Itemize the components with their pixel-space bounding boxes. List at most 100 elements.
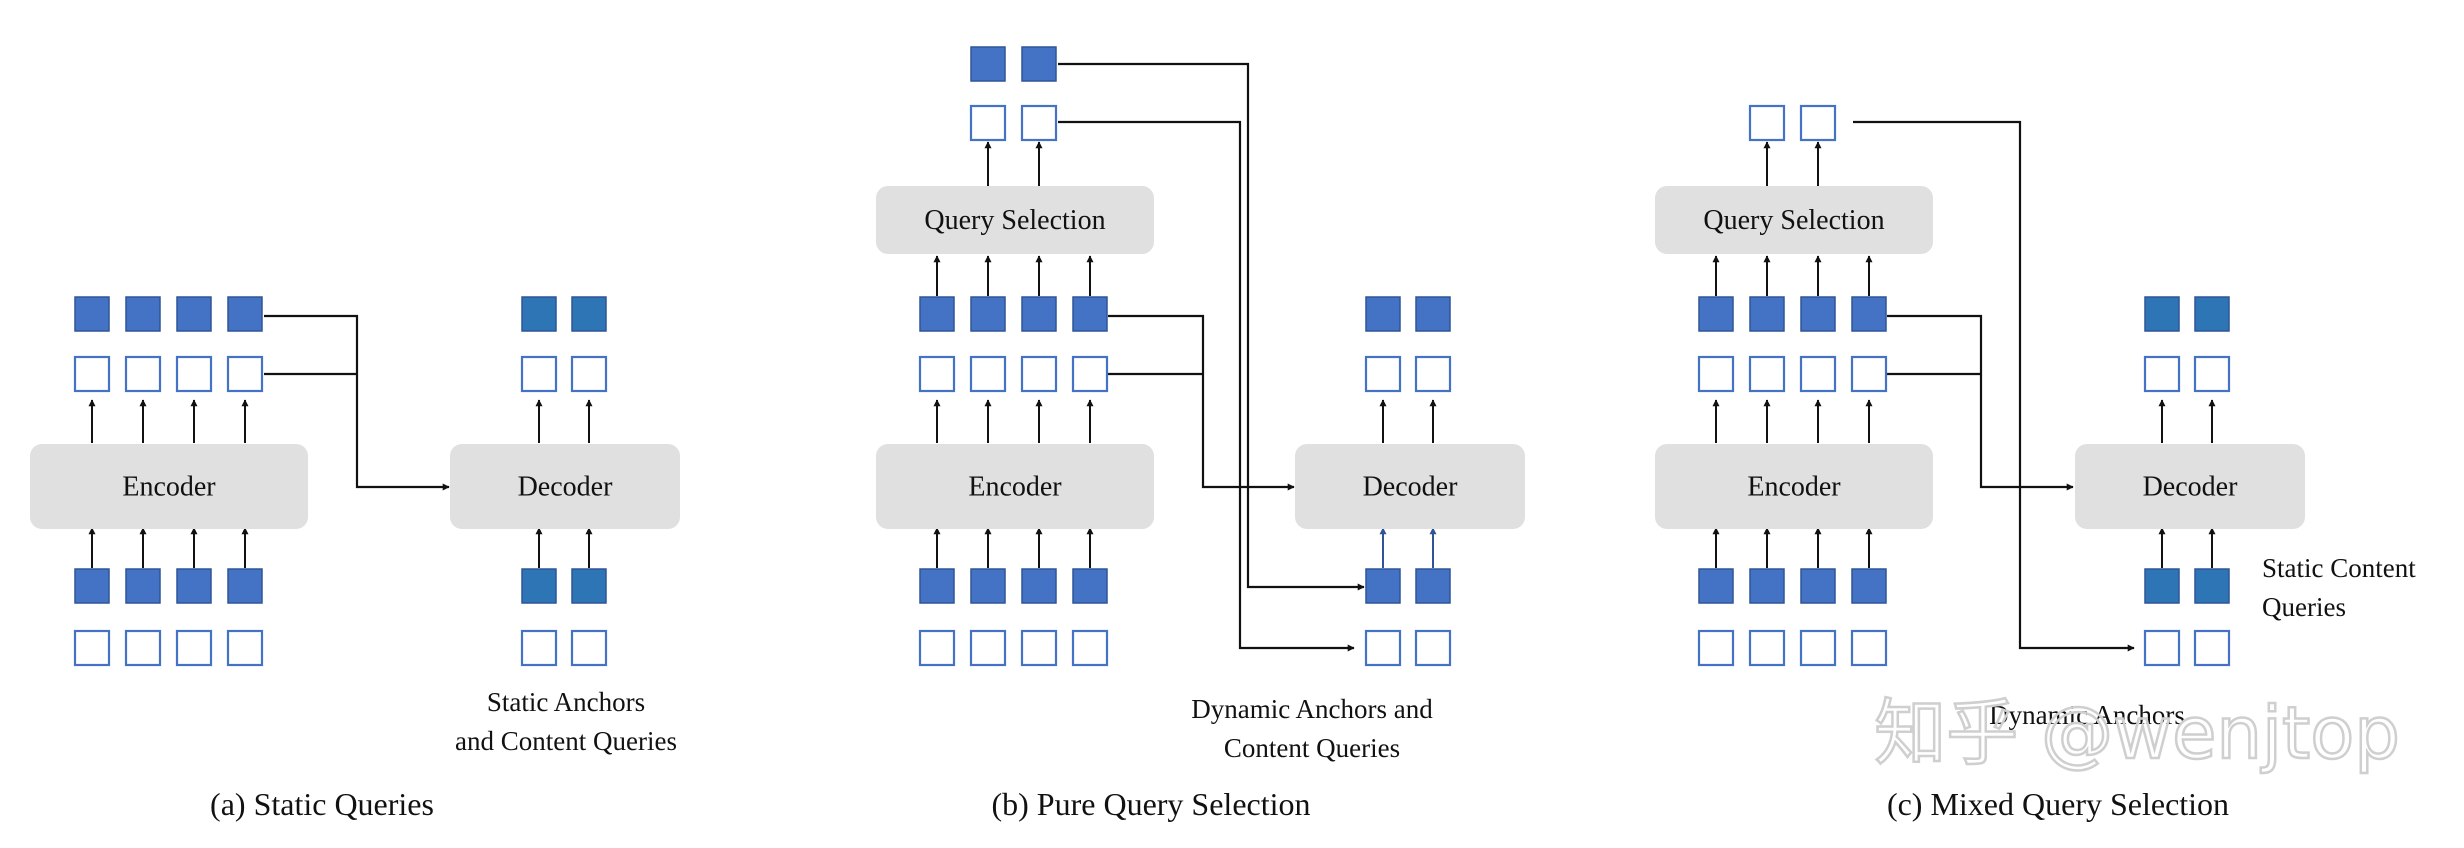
b-encoder-output-filled-1 [919,296,955,332]
c-encoder-output-outline-4 [1850,355,1888,393]
b-encoder-output-filled-4 [1072,296,1108,332]
a-encoder-input-filled-1 [74,568,110,604]
b-encoder-output-outline-4 [1071,355,1109,393]
b-dynamic-content-query-2 [1415,568,1451,604]
b-encoder-input-filled-1 [919,568,955,604]
a-encoder-block [30,444,308,529]
c-selected-anchor-outline-2 [1799,104,1837,142]
a-encoder-output-outline-3 [175,355,213,393]
b-dynamic-anchor-2 [1414,629,1452,667]
c-static-content-query-2 [2194,568,2230,604]
c-caption: (c) Mixed Query Selection [1887,786,2229,822]
c-encoder-input-outline-1 [1697,629,1735,667]
b-decoder-output-outline-2 [1414,355,1452,393]
c-decoder-block-label: Decoder [2143,472,2239,503]
c-encoder-output-outline-3 [1799,355,1837,393]
a-encoder-input-filled-4 [227,568,263,604]
c-encoder-block-label: Encoder [1747,472,1841,503]
c-decoder-output-filled-2 [2194,296,2230,332]
c-side-note-line-2: Queries [2262,592,2346,622]
b-decoder-block [1295,444,1525,529]
b-encoder-output-outline-2 [969,355,1007,393]
b-decoder-output-outline-1 [1364,355,1402,393]
c-decoder-output-filled-1 [2144,296,2180,332]
c-selected-anchor-outline-1 [1748,104,1786,142]
a-caption: (a) Static Queries [210,786,434,822]
b-encoder-input-outline-3 [1020,629,1058,667]
b-encoder-input-filled-2 [970,568,1006,604]
a-static-anchor-filled-1 [521,568,557,604]
a-static-anchor-outline-1 [520,629,558,667]
a-encoder-input-outline-2 [124,629,162,667]
c-encoder-output-filled-4 [1851,296,1887,332]
b-selected-query-filled-1 [970,46,1006,82]
b-encoder-block-label: Encoder [968,472,1062,503]
b-query-selection-block-label: Query Selection [924,205,1105,236]
a-decoder-output-outline-1 [520,355,558,393]
b-encoder-output-outline-1 [918,355,956,393]
c-encoder-output-outline-1 [1697,355,1735,393]
diagram-nodes [30,46,2305,667]
b-encoder-block [876,444,1154,529]
b-encoder-input-outline-1 [918,629,956,667]
a-note-line-1: Static Anchors [487,687,645,717]
c-encoder-output-filled-3 [1800,296,1836,332]
a-encoder-output-outline-1 [73,355,111,393]
c-dynamic-anchor-1 [2143,629,2181,667]
b-note-line-1: Dynamic Anchors and [1191,694,1433,724]
a-encoder-input-outline-4 [226,629,264,667]
b-encoder-input-outline-2 [969,629,1007,667]
b-dynamic-anchor-1 [1364,629,1402,667]
b-encoder-output-outline-3 [1020,355,1058,393]
c-encoder-input-filled-4 [1851,568,1887,604]
b-selected-query-filled-2 [1021,46,1057,82]
c-decoder-output-outline-2 [2193,355,2231,393]
b-dynamic-content-query-1 [1365,568,1401,604]
c-encoder-input-outline-4 [1850,629,1888,667]
c-encoder-to-decoder-line [1887,314,2074,491]
a-encoder-output-filled-3 [176,296,212,332]
c-encoder-block [1655,444,1933,529]
a-encoder-output-filled-2 [125,296,161,332]
c-query-selection-block-label: Query Selection [1703,205,1884,236]
a-encoder-output-outline-4 [226,355,264,393]
c-encoder-output-outline-2 [1748,355,1786,393]
a-decoder-output-outline-2 [570,355,608,393]
c-static-content-query-1 [2144,568,2180,604]
c-note-line-1: Dynamic Anchors [1989,700,2185,730]
c-encoder-input-filled-2 [1749,568,1785,604]
b-query-selection-block [876,186,1154,254]
a-static-anchor-outline-2 [570,629,608,667]
a-decoder-output-filled-1 [521,296,557,332]
a-encoder-input-filled-3 [176,568,212,604]
b-selected-query-outline-1 [969,104,1007,142]
a-decoder-output-filled-2 [571,296,607,332]
b-decoder-output-filled-1 [1365,296,1401,332]
b-encoder-input-filled-3 [1021,568,1057,604]
c-encoder-input-filled-3 [1800,568,1836,604]
a-encoder-output-filled-4 [227,296,263,332]
a-encoder-block-label: Encoder [122,472,216,503]
c-encoder-input-outline-2 [1748,629,1786,667]
b-encoder-output-filled-2 [970,296,1006,332]
b-encoder-output-filled-3 [1021,296,1057,332]
b-dynamic-content-line [1058,62,1365,591]
b-selected-query-outline-2 [1020,104,1058,142]
a-decoder-block [450,444,680,529]
a-encoder-to-decoder-line [264,314,450,491]
c-query-selection-block [1655,186,1933,254]
a-encoder-output-filled-1 [74,296,110,332]
c-encoder-output-filled-2 [1749,296,1785,332]
c-side-note-line-1: Static Content [2262,553,2416,583]
c-dynamic-anchor-line [1853,120,2135,652]
a-encoder-input-filled-2 [125,568,161,604]
a-decoder-block-label: Decoder [518,472,614,503]
a-encoder-input-outline-3 [175,629,213,667]
c-encoder-input-outline-3 [1799,629,1837,667]
b-encoder-input-outline-4 [1071,629,1109,667]
b-decoder-output-filled-2 [1415,296,1451,332]
c-encoder-input-filled-1 [1698,568,1734,604]
b-note-line-2: Content Queries [1224,733,1400,763]
c-decoder-output-outline-1 [2143,355,2181,393]
